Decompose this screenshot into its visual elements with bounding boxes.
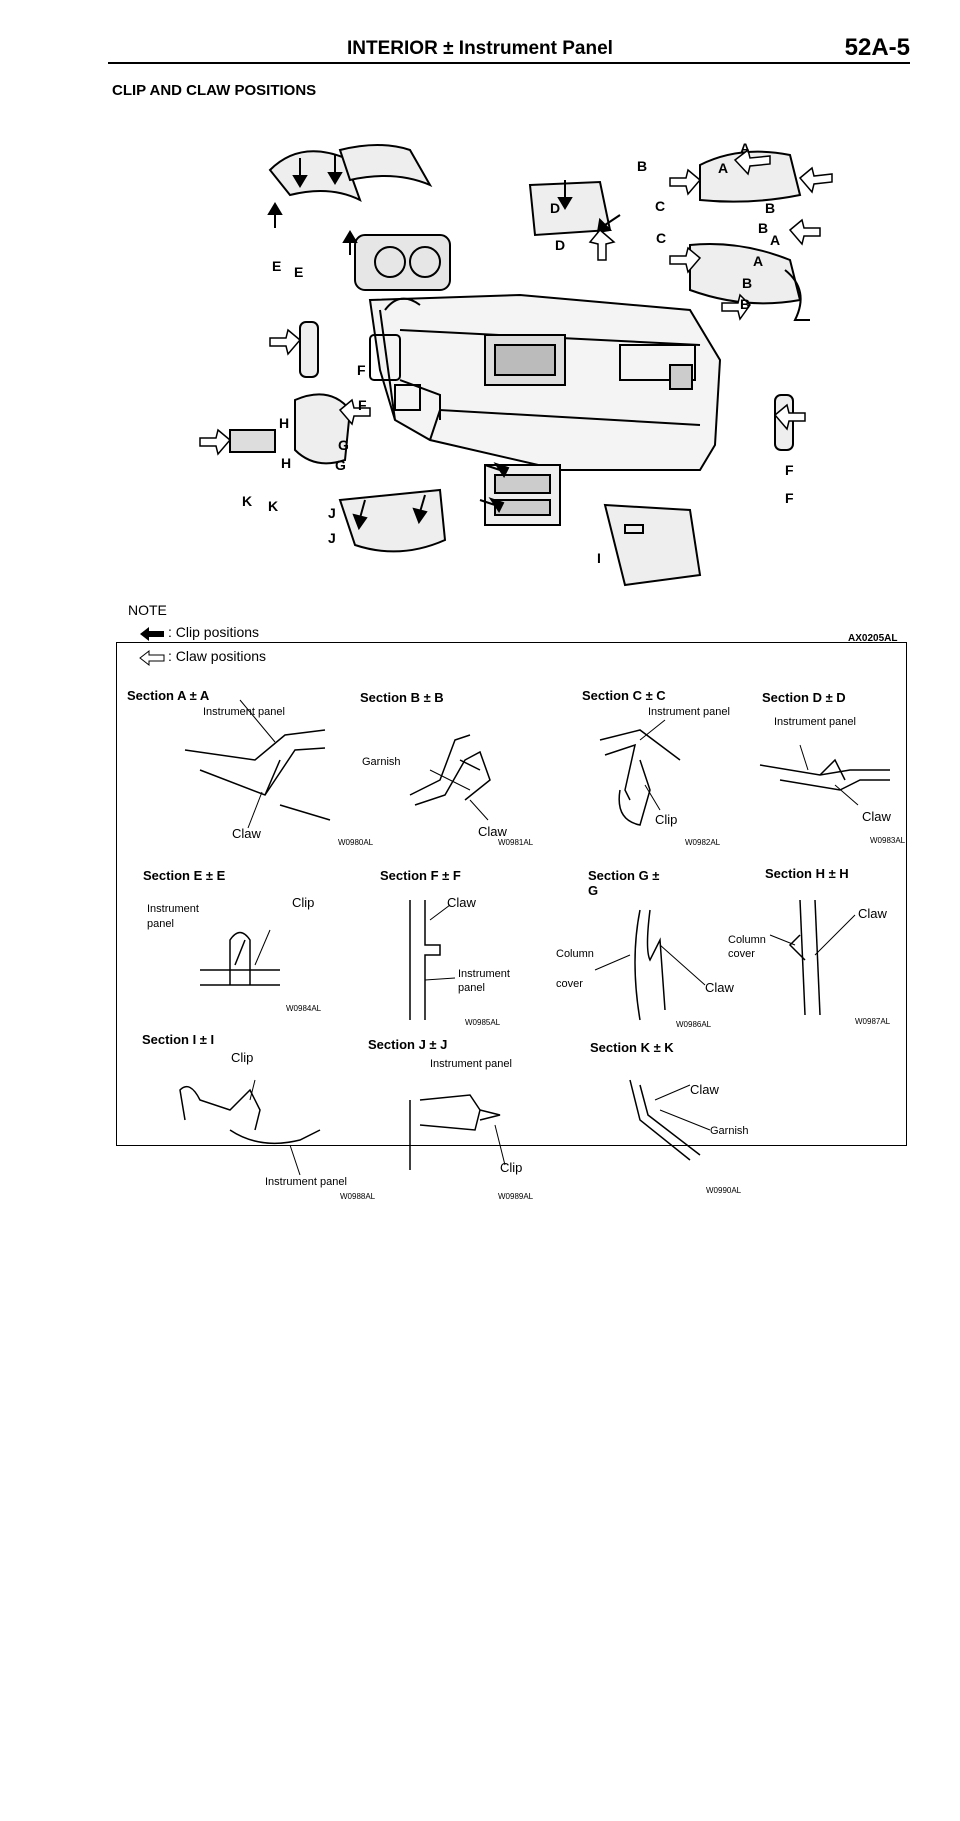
- section-h-label-cover: cover: [728, 948, 755, 960]
- section-h-label-column: Column: [728, 934, 766, 946]
- section-a-label-instrument-panel: Instrument panel: [203, 706, 285, 718]
- note-clip-legend: : Clip positions: [168, 624, 260, 640]
- note-claw-legend: : Claw positions: [168, 648, 267, 664]
- section-marker-f: F: [358, 397, 367, 413]
- section-marker-g: G: [338, 437, 349, 453]
- section-a-code: W0980AL: [338, 838, 374, 847]
- section-marker-d: D: [550, 200, 561, 216]
- section-marker-a: A: [740, 140, 751, 156]
- section-marker-i: I: [597, 550, 601, 566]
- section-b-label-garnish: Garnish: [362, 756, 401, 768]
- section-marker-b: B: [742, 275, 753, 291]
- section-heading: CLIP AND CLAW POSITIONS: [112, 82, 317, 99]
- section-marker-f: F: [785, 462, 794, 478]
- section-a-label-claw: Claw: [232, 826, 261, 841]
- section-b-label-claw: Claw: [478, 824, 507, 839]
- section-marker-a: A: [718, 160, 729, 176]
- section-marker-h: H: [279, 415, 290, 431]
- section-g-code: W0986AL: [676, 1020, 712, 1029]
- page-number: 52A-5: [844, 34, 910, 61]
- section-marker-d: D: [555, 237, 566, 253]
- section-k-label-garnish: Garnish: [710, 1125, 749, 1137]
- section-k-label-claw: Claw: [690, 1082, 719, 1097]
- section-i-label-instrument-panel: Instrument panel: [265, 1176, 347, 1188]
- section-marker-h: H: [281, 455, 292, 471]
- section-marker-a: A: [770, 232, 781, 248]
- section-g-title: Section G ±: [588, 868, 660, 883]
- section-e-label-instrument: Instrument: [147, 903, 199, 915]
- header-rule: [108, 62, 910, 64]
- section-c-title: Section C ± C: [582, 688, 666, 703]
- section-marker-b: B: [765, 200, 776, 216]
- section-g-label-column: Column: [556, 948, 594, 960]
- section-marker-b: B: [637, 158, 648, 174]
- section-marker-j: J: [328, 505, 336, 521]
- section-f-code: W0985AL: [465, 1018, 501, 1027]
- clip-arrow-icon: [140, 627, 164, 641]
- section-j-label-instrument-panel: Instrument panel: [430, 1058, 512, 1070]
- section-j-code: W0989AL: [498, 1192, 534, 1201]
- section-marker-e: E: [272, 258, 282, 274]
- section-e-label-panel: panel: [147, 918, 174, 930]
- section-c-code: W0982AL: [685, 838, 721, 847]
- section-i-label-clip: Clip: [231, 1050, 254, 1065]
- section-marker-f: F: [785, 490, 794, 506]
- sections-panel: [116, 642, 907, 1146]
- section-f-label-panel: panel: [458, 982, 485, 994]
- page-header-title: INTERIOR ± Instrument Panel: [347, 38, 613, 59]
- section-d-label-instrument-panel: Instrument panel: [774, 716, 856, 728]
- section-h-title: Section H ± H: [765, 866, 849, 881]
- instrument-panel-exploded-diagram: [199, 144, 833, 587]
- section-b-title: Section B ± B: [360, 690, 444, 705]
- section-marker-j: J: [328, 530, 336, 546]
- section-k-title: Section K ± K: [590, 1040, 674, 1055]
- section-j-title: Section J ± J: [368, 1037, 448, 1052]
- section-d-title: Section D ± D: [762, 690, 846, 705]
- section-e-title: Section E ± E: [143, 868, 226, 883]
- section-c-label-instrument-panel: Instrument panel: [648, 706, 730, 718]
- section-i-title: Section I ± I: [142, 1032, 215, 1047]
- section-marker-a: A: [753, 253, 764, 269]
- section-c-label-clip: Clip: [655, 812, 678, 827]
- figure-code: AX0205AL: [848, 633, 898, 644]
- section-d-code: W0983AL: [870, 836, 906, 845]
- section-k-code: W0990AL: [706, 1186, 742, 1195]
- section-g-label-claw: Claw: [705, 980, 734, 995]
- section-h-label-claw: Claw: [858, 906, 887, 921]
- claw-arrow-icon: [139, 649, 165, 667]
- section-j-label-clip: Clip: [500, 1160, 523, 1175]
- section-marker-c: C: [655, 198, 666, 214]
- section-marker-c: C: [656, 230, 667, 246]
- section-e-label-clip: Clip: [292, 895, 315, 910]
- section-marker-b: B: [758, 220, 769, 236]
- section-g-label-cover: cover: [556, 978, 583, 990]
- section-h-code: W0987AL: [855, 1017, 891, 1026]
- section-i-code: W0988AL: [340, 1192, 376, 1201]
- section-marker-k: K: [242, 493, 253, 509]
- note-title: NOTE: [128, 602, 167, 618]
- section-marker-e: E: [294, 264, 304, 280]
- section-d-label-claw: Claw: [862, 809, 891, 824]
- section-e-code: W0984AL: [286, 1004, 322, 1013]
- section-sketches: [179, 699, 890, 1176]
- section-f-label-claw: Claw: [447, 895, 476, 910]
- section-marker-k: K: [268, 498, 279, 514]
- section-marker-b: B: [740, 296, 751, 312]
- section-g-title-cont: G: [588, 883, 599, 898]
- section-f-title: Section F ± F: [380, 868, 461, 883]
- section-a-title: Section A ± A: [127, 688, 210, 703]
- section-f-label-instrument: Instrument: [458, 968, 510, 980]
- section-marker-f: F: [357, 362, 366, 378]
- section-b-code: W0981AL: [498, 838, 534, 847]
- section-marker-g: G: [335, 457, 346, 473]
